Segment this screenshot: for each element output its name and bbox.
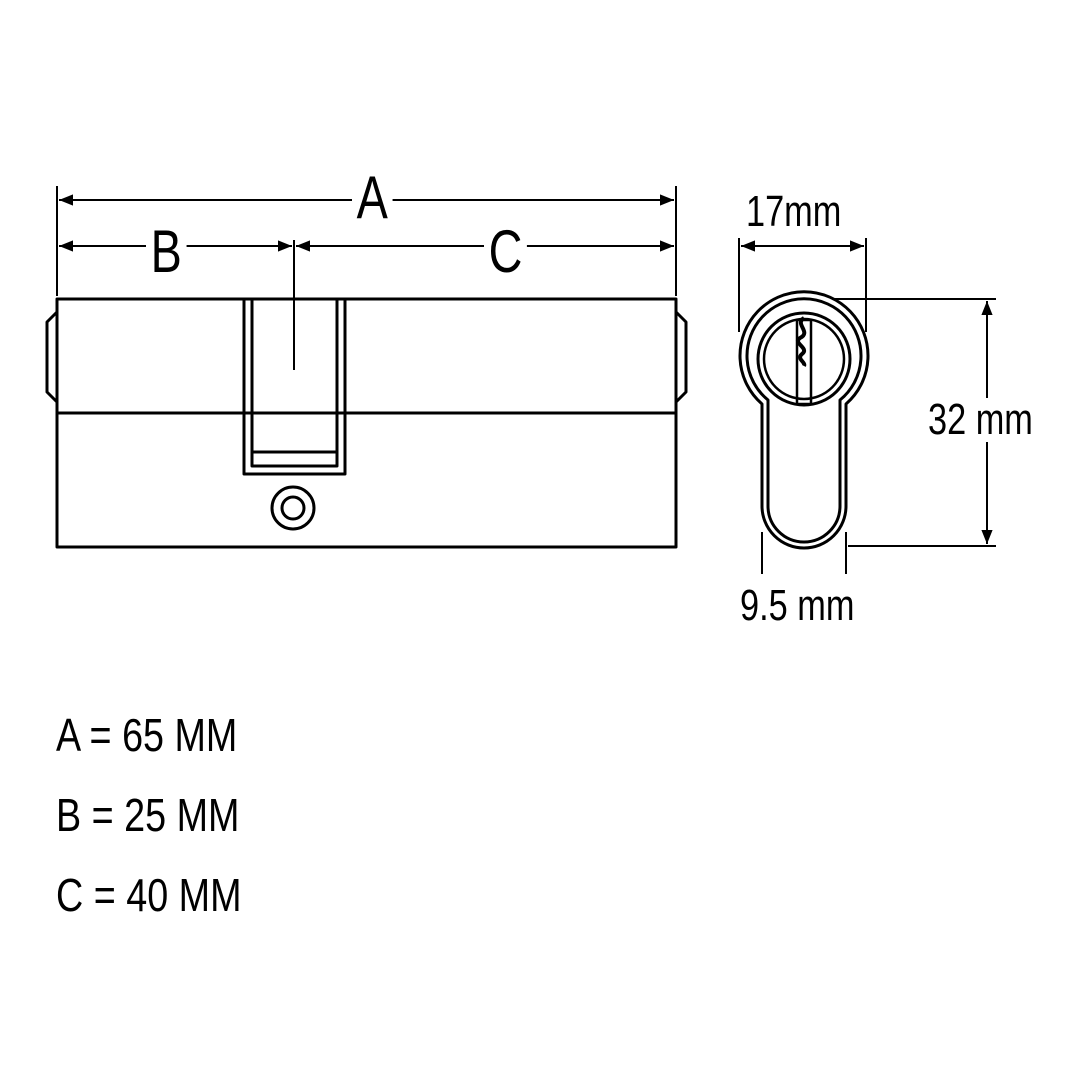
dimension-legend: A = 65 MM B = 25 MM C = 40 MM xyxy=(56,712,282,952)
dimension-b-label: B xyxy=(146,222,187,282)
width-dimension-label: 17mm xyxy=(746,187,842,236)
fixing-screw-hole-inner xyxy=(280,495,306,521)
cylinder-front-view xyxy=(45,240,688,549)
keyway-profile xyxy=(796,316,807,367)
cam-slot-inner xyxy=(250,299,339,468)
side-profile-outer xyxy=(738,290,870,550)
dimension-a-label: A xyxy=(352,168,393,228)
cylinder-side-view xyxy=(738,290,870,550)
height-dimension-label: 32 mm xyxy=(928,395,1033,444)
cylinder-right-end-cap xyxy=(674,310,688,404)
legend-item-c: C = 40 MM xyxy=(56,869,242,921)
cam-slot-outer xyxy=(242,299,347,476)
dimension-c-label: C xyxy=(484,222,528,282)
fixing-screw-hole-outer xyxy=(270,485,316,531)
bottom-width-dimension-label: 9.5 mm xyxy=(740,581,855,630)
cylinder-body-outline xyxy=(55,297,678,549)
cylinder-left-end-cap xyxy=(45,310,59,404)
legend-item-a: A = 65 MM xyxy=(56,709,238,761)
side-profile-inner xyxy=(745,297,863,544)
legend-item-b: B = 25 MM xyxy=(56,789,240,841)
